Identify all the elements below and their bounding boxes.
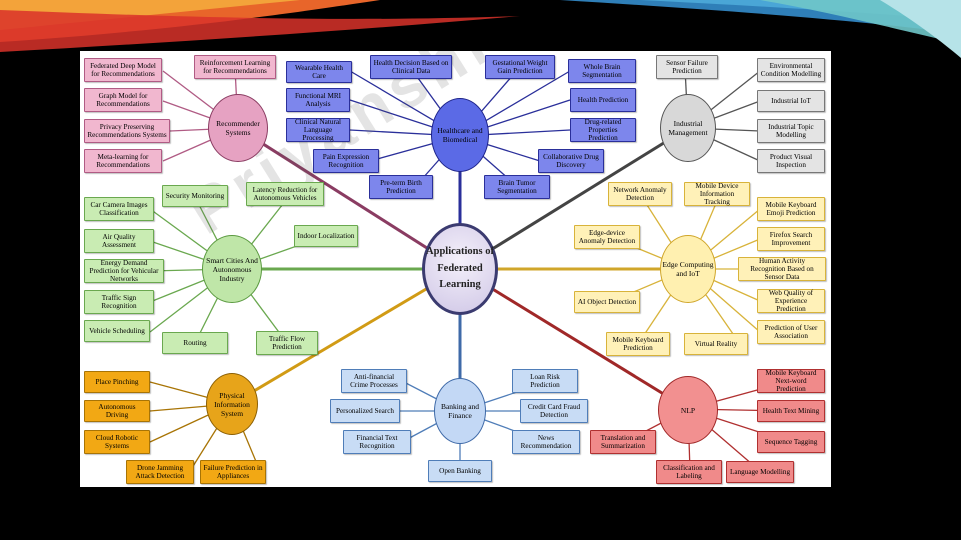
leaf-pre-term-birth: Pre-term Birth Prediction (369, 175, 433, 199)
leaf-failure-prediction-appliances: Failure Prediction in Appliances (200, 460, 266, 484)
leaf-classification-labeling: Classification and Labeling (656, 460, 722, 484)
leaf-functional-mri: Functional MRI Analysis (286, 88, 350, 112)
leaf-sequence-tagging: Sequence Tagging (757, 431, 825, 453)
leaf-health-prediction: Health Prediction (570, 88, 636, 112)
leaf-open-banking: Open Banking (428, 460, 492, 482)
leaf-virtual-reality: Virtual Reality (684, 333, 748, 355)
leaf-edge-device-anomaly: Edge-device Anomaly Detection (574, 225, 640, 249)
leaf-air-quality: Air Quality Assessment (84, 229, 154, 253)
leaf-graph-model: Graph Model for Recommendations (84, 88, 162, 112)
leaf-latency-reduction: Latency Reduction for Autonomous Vehicle… (246, 182, 324, 206)
leaf-sensor-failure: Sensor Failure Prediction (656, 55, 718, 79)
leaf-drug-related-properties: Drug-related Properties Prediction (570, 118, 636, 142)
leaf-energy-demand: Energy Demand Prediction for Vehicular N… (84, 259, 164, 283)
leaf-loan-risk: Loan Risk Prediction (512, 369, 578, 393)
hub-edge-computing-iot: Edge Computing and IoT (660, 235, 716, 303)
leaf-translation-summarization: Translation and Summarization (590, 430, 656, 454)
connector-lines (149, 66, 791, 472)
leaf-routing: Routing (162, 332, 228, 354)
leaf-wearable-health-care: Wearable Health Care (286, 61, 352, 83)
header-swoosh-graphic (0, 0, 961, 58)
leaf-next-word-prediction: Mobile Keyboard Next-word Prediction (757, 369, 825, 393)
leaf-language-modelling: Language Modelling (726, 461, 794, 483)
leaf-industrial-iot: Industrial IoT (757, 90, 825, 112)
leaf-health-decision: Health Decision Based on Clinical Data (370, 55, 452, 79)
leaf-environmental-condition: Environmental Condition Modelling (757, 58, 825, 82)
leaf-place-pinching: Place Pinching (84, 371, 150, 393)
hub-healthcare-biomedical: Healthcare and Biomedical (431, 98, 489, 172)
leaf-cloud-robotic: Cloud Robotic Systems (84, 430, 150, 454)
leaf-federated-deep-model: Federated Deep Model for Recommendations (84, 58, 162, 82)
leaf-clinical-nlp: Clinical Natural Language Processing (286, 118, 350, 142)
leaf-personalized-search: Personalized Search (330, 399, 400, 423)
leaf-mobile-device-info: Mobile Device Information Tracking (684, 182, 750, 206)
leaf-credit-card-fraud: Credit Card Fraud Detection (520, 399, 588, 423)
leaf-keyboard-emoji: Mobile Keyboard Emoji Prediction (757, 197, 825, 221)
leaf-collaborative-drug-discovery: Collaborative Drug Discovery (538, 149, 604, 173)
leaf-web-quality: Web Quality of Experience Prediction (757, 289, 825, 313)
leaf-pain-expression: Pain Expression Recognition (313, 149, 379, 173)
leaf-ai-object-detection: AI Object Detection (574, 291, 640, 313)
hub-recommender-systems: Recommender Systems (208, 94, 268, 162)
hub-physical-information-system: Physical Information System (206, 373, 258, 435)
leaf-industrial-topic: Industrial Topic Modelling (757, 119, 825, 143)
leaf-meta-learning: Meta-learning for Recommendations (84, 149, 162, 173)
leaf-traffic-sign: Traffic Sign Recognition (84, 290, 154, 314)
leaf-gestational-weight-gain: Gestational Weight Gain Prediction (485, 55, 555, 79)
hub-banking-finance: Banking and Finance (434, 378, 486, 444)
leaf-human-activity: Human Activity Recognition Based on Sens… (738, 257, 826, 281)
mind-map-panel: Priyanshi Recommender Systems Healthcare… (80, 51, 831, 487)
leaf-drone-jamming: Drone Jamming Attack Detection (126, 460, 194, 484)
leaf-anti-financial-crime: Anti-financial Crime Processes (341, 369, 407, 393)
center-applications-of-federated-learning: Applications of Federated Learning (422, 223, 498, 315)
hub-industrial-management: Industrial Management (660, 94, 716, 162)
leaf-security-monitoring: Security Monitoring (162, 185, 228, 207)
leaf-traffic-flow: Traffic Flow Prediction (256, 331, 318, 355)
hub-smart-cities: Smart Cities And Autonomous Industry (202, 235, 262, 303)
leaf-network-anomaly: Network Anomaly Detection (608, 182, 672, 206)
leaf-whole-brain-segmentation: Whole Brain Segmentation (568, 59, 636, 83)
leaf-product-visual-inspection: Product Visual Inspection (757, 149, 825, 173)
leaf-indoor-localization: Indoor Localization (294, 225, 358, 247)
leaf-brain-tumor-segmentation: Brain Tumor Segmentation (484, 175, 550, 199)
leaf-user-association: Prediction of User Association (757, 320, 825, 344)
leaf-privacy-preserving: Privacy Preserving Recommendations Syste… (84, 119, 170, 143)
leaf-keyboard-prediction: Mobile Keyboard Prediction (606, 332, 670, 356)
hub-nlp: NLP (658, 376, 718, 444)
leaf-firefox-search: Firefox Search Improvement (757, 227, 825, 251)
leaf-autonomous-driving: Autonomous Driving (84, 400, 150, 422)
leaf-reinforcement-learning: Reinforcement Learning for Recommendatio… (194, 55, 276, 79)
leaf-news-recommendation: News Recommendation (512, 430, 580, 454)
leaf-health-text-mining: Health Text Mining (757, 400, 825, 422)
leaf-financial-text: Financial Text Recognition (343, 430, 411, 454)
leaf-vehicle-scheduling: Vehicle Scheduling (84, 320, 150, 342)
leaf-car-camera-images: Car Camera Images Classification (84, 197, 154, 221)
